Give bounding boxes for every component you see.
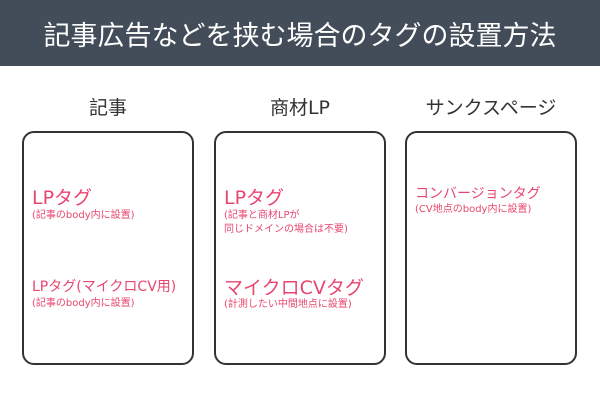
column-box-article: LPタグ (記事のbody内に設置) LPタグ(マイクロCV用) (記事のbod… <box>22 131 194 365</box>
micro-cv-tag-note: (計測したい中間地点に設置) <box>224 299 352 310</box>
column-box-thanks-page: コンバージョンタグ (CV地点のbody内に設置) <box>405 131 577 365</box>
column-title-thanks-page: サンクスページ <box>425 97 557 119</box>
lp-tag-micro-cv-label: LPタグ(マイクロCV用) <box>32 279 177 295</box>
column-box-product-lp: LPタグ (記事と商材LPが 同じドメインの場合は不要) マイクロCVタグ (計… <box>214 131 386 365</box>
lp-tag-micro-cv-note: (記事のbody内に設置) <box>32 298 135 309</box>
product-lp-tag-label: LPタグ <box>224 187 285 209</box>
lp-tag-label: LPタグ <box>32 187 93 209</box>
column-title-product-lp: 商材LP <box>269 97 331 119</box>
column-title-article: 記事 <box>88 97 127 119</box>
product-lp-tag-note-2: 同じドメインの場合は不要) <box>224 224 348 235</box>
header-title: 記事広告などを挟む場合のタグの設置方法 <box>43 20 557 52</box>
product-lp-tag-note-1: (記事と商材LPが <box>224 210 300 221</box>
micro-cv-tag-label: マイクロCVタグ <box>224 277 364 299</box>
page-header: 記事広告などを挟む場合のタグの設置方法 <box>0 0 600 66</box>
conversion-tag-note: (CV地点のbody内に設置) <box>415 204 532 215</box>
conversion-tag-label: コンバージョンタグ <box>415 186 541 202</box>
lp-tag-note: (記事のbody内に設置) <box>32 210 135 221</box>
